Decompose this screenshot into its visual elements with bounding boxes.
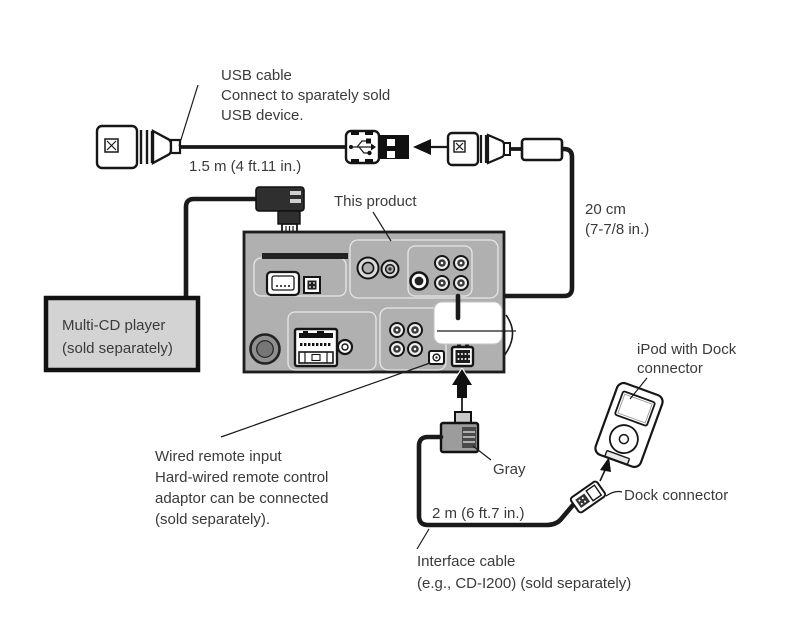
interface-port <box>450 344 475 368</box>
rca-jack <box>407 322 423 338</box>
ip-bus-port <box>265 270 301 297</box>
subwoofer-jack <box>409 271 429 291</box>
label-usb-cable-line3: USB device. <box>221 107 304 124</box>
plug-hole <box>387 151 395 158</box>
panel-outline-harness <box>287 311 377 371</box>
label-ipod-line2: connector <box>637 360 703 377</box>
usb-female-connector-left <box>95 124 182 170</box>
rca-group-top <box>409 255 469 291</box>
cable-notch <box>433 301 503 345</box>
rca-jack <box>434 275 450 291</box>
up-arrow-icon <box>450 367 474 400</box>
label-dock-connector: Dock connector <box>624 487 728 504</box>
cable-pass-bracket <box>503 314 514 357</box>
plug-ridge <box>365 131 373 135</box>
label-this-product: This product <box>334 193 417 210</box>
label-multi-cd-line1: Multi-CD player <box>62 317 165 334</box>
label-wired-remote-line3: adaptor can be connected <box>155 490 328 507</box>
label-wired-remote-line4: (sold separately). <box>155 511 270 528</box>
harness-connector <box>293 327 339 368</box>
panel-outline-rca-top <box>407 245 473 297</box>
dock-connector <box>569 480 607 514</box>
cable-nub <box>169 138 182 155</box>
label-wired-remote-line1: Wired remote input <box>155 448 283 465</box>
leader-interface-cable <box>416 528 430 550</box>
plug-ridge <box>365 159 373 163</box>
label-ipod-line1: iPod with Dock <box>637 341 737 358</box>
ipod-screen <box>614 390 656 427</box>
dock-arrow-icon <box>599 457 611 482</box>
leader-wired-remote <box>220 362 431 438</box>
optical-port <box>303 276 321 294</box>
screw <box>336 338 354 356</box>
label-wired-remote-line2: Hard-wired remote control <box>155 469 328 486</box>
usb-extension-cable <box>95 84 409 170</box>
label-interface-cable-line1: Interface cable <box>417 553 515 570</box>
leader-ipod <box>629 377 648 400</box>
multi-cd-assembly <box>43 186 305 373</box>
rca-jack <box>389 322 405 338</box>
ip-bus-cable <box>183 196 259 301</box>
left-arrow-icon <box>413 139 447 155</box>
ip-bus-plug <box>255 186 305 237</box>
label-gray: Gray <box>493 461 526 478</box>
rca-jack <box>389 341 405 357</box>
plug-ridge <box>351 159 359 163</box>
label-pigtail-length-line1: 20 cm <box>585 201 626 218</box>
leader-dock-connector <box>605 490 623 497</box>
label-interface-length: 2 m (6 ft.7 in.) <box>432 505 525 522</box>
antenna-jack-1 <box>356 256 380 280</box>
panel-outline-top <box>349 239 499 299</box>
ferrite-bead <box>520 137 564 162</box>
rca-jack <box>453 275 469 291</box>
rca-jack <box>407 341 423 357</box>
strain-relief <box>486 133 506 165</box>
rear-panel <box>242 230 516 374</box>
wired-remote-jack <box>428 350 445 365</box>
multi-cd-box <box>43 295 201 373</box>
label-multi-cd-line2: (sold separately) <box>62 340 173 357</box>
usb-male-plug <box>344 129 409 165</box>
power-antenna-plug <box>249 333 281 365</box>
gray-connector <box>439 411 480 454</box>
label-interface-cable-line2: (e.g., CD-I200) (sold separately) <box>417 575 631 592</box>
ipod-dock-port <box>604 450 630 465</box>
vent-slot <box>262 253 348 259</box>
rca-jack <box>453 255 469 271</box>
usb-pigtail-female-connector <box>446 131 524 167</box>
cable-nub <box>503 142 511 156</box>
label-usb-cable-line2: Connect to sparately sold <box>221 87 390 104</box>
interface-cable-line <box>416 434 576 528</box>
label-usb-cable-line1: USB cable <box>221 67 292 84</box>
leader-usb-cable <box>178 84 199 147</box>
antenna-jack-2 <box>380 259 400 279</box>
leader-gray <box>472 445 492 461</box>
rca-jack <box>434 255 450 271</box>
interface-connection <box>416 367 576 550</box>
harness-pins <box>300 343 331 346</box>
ipod <box>594 381 664 469</box>
plug-hole <box>387 139 395 146</box>
plug-ridge <box>351 131 359 135</box>
label-usb-length: 1.5 m (4 ft.11 in.) <box>189 158 301 175</box>
leader-this-product <box>372 211 392 242</box>
usb-trident-icon <box>349 138 376 156</box>
rca-group-bottom <box>389 322 423 357</box>
usb-logo-mark <box>106 140 117 151</box>
label-pigtail-length-line2: (7-7/8 in.) <box>585 221 649 238</box>
usb-logo-mark <box>455 142 464 151</box>
strain-relief <box>151 129 173 165</box>
